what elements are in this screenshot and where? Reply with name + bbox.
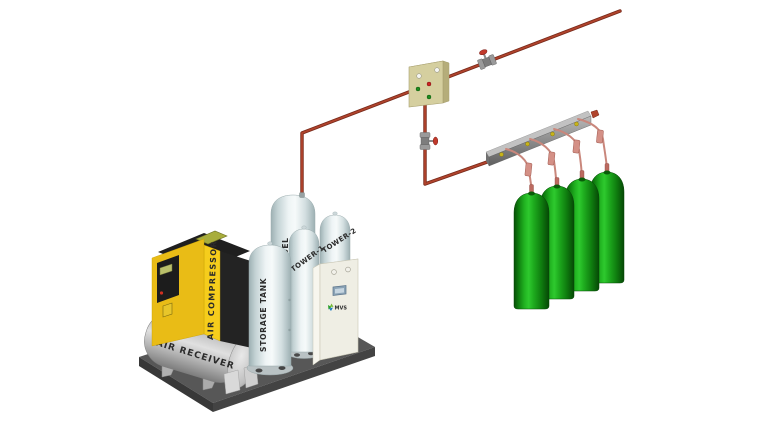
tower-1-base-hole (308, 351, 314, 356)
tower-1-base-hole (294, 353, 300, 357)
cabinet-front-face (319, 258, 359, 361)
cylinder-neck-collar (603, 170, 611, 175)
cabinet-display-screen (335, 288, 344, 294)
cylinder-filling-manifold (485, 109, 600, 167)
junction-box-side (442, 60, 450, 104)
filling-hose (577, 118, 608, 165)
control-cabinet: MVS (312, 258, 359, 366)
storage-tank-assembly: STORAGE TANK (246, 241, 294, 376)
main-supply-pipe-outline (300, 9, 622, 199)
cabinet-brand-logo-icon (328, 303, 334, 311)
white-indicator-light (434, 67, 440, 73)
pipeline-junction-box (408, 60, 450, 108)
cabinet-logo-text: MVS (335, 306, 348, 312)
hose-valve-fitting (596, 129, 604, 144)
receiver-foot (223, 369, 241, 395)
skid-edge-right (213, 347, 375, 412)
cylinder-neck-collar (578, 177, 586, 182)
junction-box-front (408, 60, 444, 108)
storage-tank-body (248, 244, 292, 367)
manifold-port-dot (550, 131, 555, 137)
compressor-stop-button (159, 291, 164, 295)
manifold-end-cap (590, 109, 600, 119)
compressor-panel-display (159, 263, 173, 276)
manifold-left-end (486, 152, 489, 166)
cylinder-neck-collar (553, 184, 561, 189)
hose-valve-fitting (572, 139, 581, 154)
storage-tank-base-hole (278, 366, 286, 370)
compressor-sticker (162, 302, 173, 318)
skid-edge-left (139, 357, 213, 412)
cabinet-indicator-light (331, 269, 337, 275)
filling-hoses (505, 118, 608, 187)
gas-cylinder-bank (513, 171, 625, 310)
storage-tank-top-port (267, 241, 273, 246)
compressor-control-panel (157, 255, 179, 303)
white-indicator-light (416, 73, 422, 79)
cabinet-left-face (312, 263, 321, 366)
cylinder-neck-collar (528, 191, 535, 196)
storage-tank-side-port (288, 298, 291, 302)
storage-tank-side-port (288, 328, 291, 332)
storage-tank-label: STORAGE TANK (259, 277, 268, 352)
pipeline (300, 9, 622, 199)
air-compressor-label: AIR COMPRESSOR (206, 240, 218, 340)
branch-valve-icon (419, 132, 439, 150)
cabinet-indicator-light (345, 266, 351, 273)
storage-tank-base-hole (255, 368, 263, 373)
red-indicator-light (426, 81, 432, 87)
green-indicator-light (426, 94, 432, 100)
manifold-port-dot (499, 152, 504, 157)
green-indicator-light (415, 86, 421, 92)
manifold-port-dot (525, 141, 530, 147)
manifold-port-dot (574, 121, 579, 127)
tower-1-top-port (301, 225, 307, 230)
hose-valve-fitting (524, 162, 533, 177)
tower-2-top-port (332, 211, 338, 216)
manifold-branch-pipe (424, 99, 491, 185)
hose-valve-fitting (547, 151, 556, 166)
cylinder-valve-stems (528, 163, 611, 196)
vessel-pipe-fitting (299, 192, 305, 198)
gas-cylinder-1 (513, 192, 550, 310)
main-supply-pipe (301, 10, 621, 198)
